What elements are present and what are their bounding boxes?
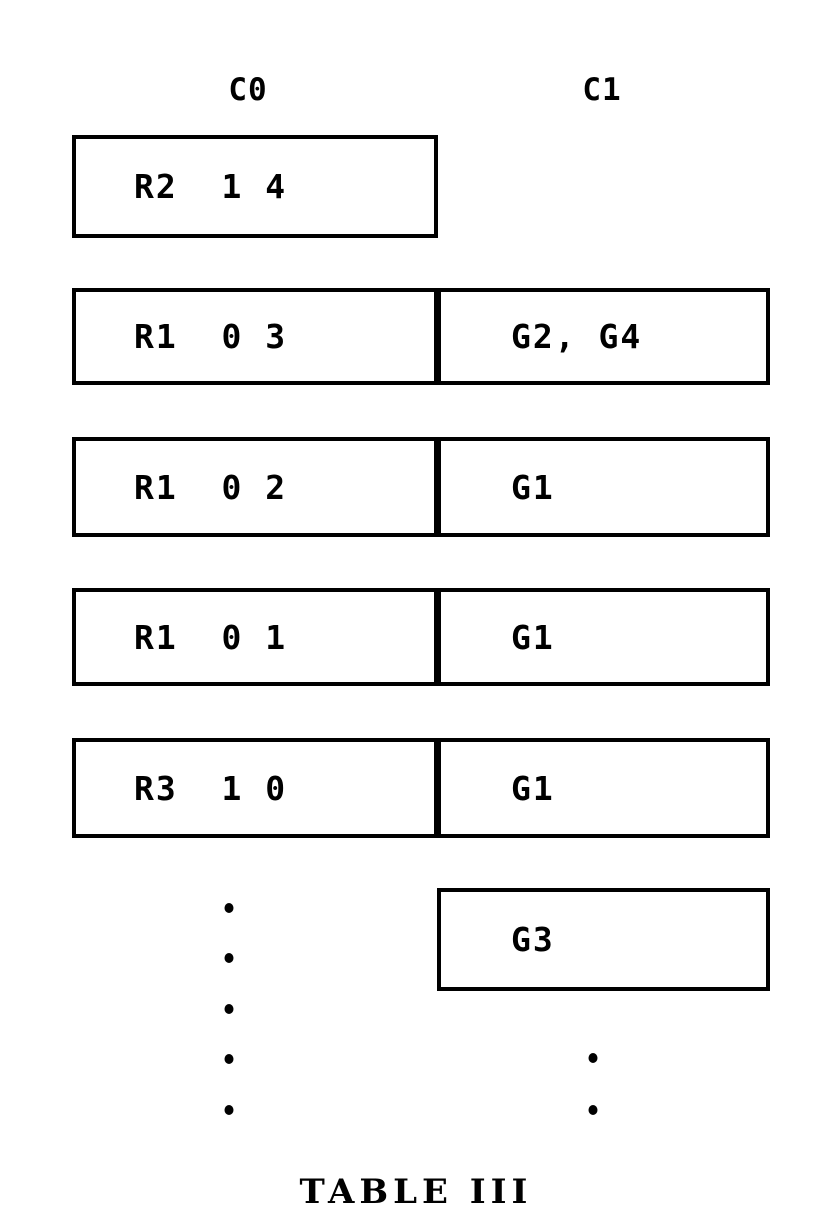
cell-c0: R1 0 3 — [72, 288, 438, 385]
cell-c1: G1 — [437, 588, 770, 686]
cell-c1: G1 — [437, 437, 770, 537]
cell-c0: R2 1 4 — [72, 135, 438, 238]
ellipsis-dot — [224, 903, 234, 913]
cell-c0-text: R1 0 1 — [134, 617, 288, 657]
ellipsis-dot — [224, 953, 234, 963]
column-header-c1: C1 — [582, 72, 622, 108]
cell-c1-text: G1 — [511, 617, 555, 657]
ellipsis-dot — [224, 1004, 234, 1014]
cell-c1-text: G2, G4 — [511, 317, 643, 356]
cell-c0-text: R1 0 3 — [134, 317, 288, 356]
figure-caption: TABLE III — [299, 1172, 533, 1212]
cell-c0: R3 1 0 — [72, 738, 438, 838]
cell-c1-text: G3 — [511, 920, 555, 959]
cell-c1-text: G1 — [511, 467, 555, 507]
cell-c0-text: R1 0 2 — [134, 467, 288, 507]
ellipsis-dot — [588, 1105, 598, 1115]
cell-c0: R1 0 2 — [72, 437, 438, 537]
cell-c1: G3 — [437, 888, 770, 991]
cell-c0-text: R2 1 4 — [134, 167, 288, 206]
ellipsis-dot — [224, 1105, 234, 1115]
cell-c1-text: G1 — [511, 768, 555, 808]
ellipsis-dot — [588, 1053, 598, 1063]
cell-c1: G1 — [437, 738, 770, 838]
cell-c1: G2, G4 — [437, 288, 770, 385]
cell-c0-text: R3 1 0 — [134, 768, 288, 808]
ellipsis-dot — [224, 1054, 234, 1064]
cell-c0: R1 0 1 — [72, 588, 438, 686]
column-header-c0: C0 — [228, 72, 268, 108]
